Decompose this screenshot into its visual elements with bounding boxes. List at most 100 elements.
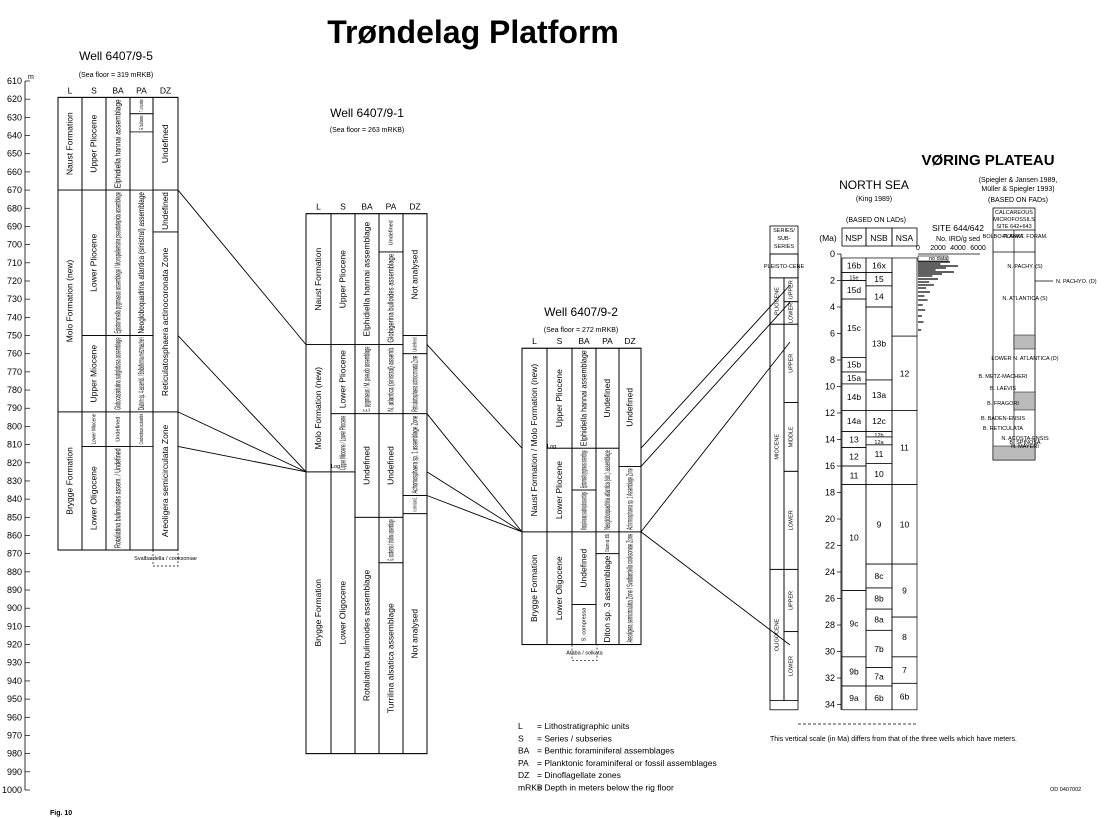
gap-box: [152, 549, 179, 567]
interval-label-l: Molo Formation (new): [313, 367, 323, 450]
interval-label-dz: Achomosphaera sp. 1 Assemblage Zone: [624, 468, 634, 530]
interval-label-l: Naust Formation: [64, 112, 74, 175]
interval-label-dz: Undefined: [160, 124, 170, 163]
zone-label-nsp: 14b: [847, 392, 861, 402]
ma-tick-label: 30: [825, 647, 835, 657]
well-name: Well 6407/9-5: [79, 49, 153, 63]
calc-zone-label: N. ATLANTICA (S): [1002, 296, 1047, 302]
depth-tick-label: 910: [7, 621, 22, 631]
correlation-line: [426, 344, 523, 449]
zone-label-nsp: 14a: [847, 416, 861, 426]
zone-label-nsb: 13a: [872, 390, 886, 400]
correlation-line: [640, 284, 791, 449]
legend-key: L: [518, 721, 523, 731]
well-sea-floor: (Sea floor = 319 mRKB): [79, 72, 154, 79]
calc-zone-label: B. RETICULATA: [983, 426, 1023, 432]
depth-tick-label: 900: [7, 603, 22, 613]
column-header-pa: PA: [136, 85, 147, 95]
depth-tick-label: 840: [7, 494, 22, 504]
log-marker: Log: [547, 444, 556, 450]
zone-label-nsp: 11: [850, 470, 859, 480]
ma-tick-label: 4: [830, 302, 835, 312]
depth-tick-label: 700: [7, 240, 22, 250]
legend-text: = Series / subseries: [537, 733, 612, 743]
calc-col-plankt: PLANKT. FORAM.: [1002, 234, 1048, 240]
north-sea-title: NORTH SEA: [839, 178, 909, 192]
interval-label-pa: Diatom sp. 855: [605, 534, 611, 552]
depth-tick-label: 810: [7, 440, 22, 450]
depth-tick-label: 1000: [2, 785, 22, 795]
interval-label-pa: Undefined: [388, 220, 394, 245]
series-label: PLEISTO-CENE: [764, 264, 805, 270]
calc-grey-block: [992, 445, 1036, 461]
interval-label-s: Upper Miocene / Lower Pliocene: [337, 416, 347, 470]
correlation-line: [640, 531, 791, 646]
interval-label-s: Lower Pliocene: [88, 233, 98, 291]
depth-tick-label: 800: [7, 421, 22, 431]
legend-text: = Planktonic foraminiferal or fossil ass…: [537, 758, 717, 768]
interval-label-s: Lower Pliocene: [337, 350, 347, 408]
series-header: SERIES: [774, 244, 795, 250]
ma-tick-label: 24: [825, 567, 835, 577]
well-name: Well 6407/9-1: [330, 106, 404, 120]
interval-label-pa: Globigerina bulloides assemblage: [385, 254, 395, 343]
subseries-label: UPPER: [788, 354, 794, 373]
ma-tick-label: 0: [830, 249, 835, 259]
zone-label-nsp: 15a: [847, 373, 861, 383]
interval-label-l: Molo Formation (new): [64, 259, 74, 342]
column-header-l: L: [316, 202, 321, 212]
zone-label-nsp: 13: [849, 435, 859, 445]
depth-tick-label: 770: [7, 367, 22, 377]
interval-label-dz: Reticulatosphaera actinocoronata Zone: [160, 247, 170, 396]
interval-label-s: Upper Pliocene: [554, 369, 564, 427]
zone-label-nsp: 9b: [849, 666, 859, 676]
column-header-s: S: [91, 85, 97, 95]
correlation-line: [177, 335, 307, 473]
interval-label-pa: Coscinodiscus oculusiridis: [139, 414, 145, 445]
interval-label-ba: Monspeliensina pseudotepida assemblage: [578, 492, 588, 530]
legend-key: BA: [518, 746, 530, 756]
zone-label-nsa: 12: [900, 368, 910, 378]
no-data-box: [917, 255, 949, 262]
legend-text: = Lithostratigraphic units: [537, 721, 629, 731]
depth-tick-label: 930: [7, 658, 22, 668]
ma-tick-label: 8: [830, 355, 835, 365]
depth-tick-label: 920: [7, 640, 22, 650]
zone-label-nsb: 12b: [874, 433, 883, 439]
interval-label-dz: Areoligera semicirculata Zone: [160, 424, 170, 537]
interval-label-pa: Turrilina alsatica assemblage: [385, 603, 395, 713]
correlation-line: [177, 189, 307, 345]
interval-label-s: Lower Oligocene: [554, 556, 564, 620]
zone-label-nsp: 15e: [849, 276, 858, 282]
depth-tick-label: 790: [7, 403, 22, 413]
correlation-line: [177, 445, 307, 473]
zone-label-nsb: 6b: [874, 693, 884, 703]
depth-tick-label: 720: [7, 276, 22, 286]
interval-label-l: Naust Formation: [313, 247, 323, 310]
calc-marker-label: N. PACHYO. (D): [1056, 279, 1097, 285]
well-sea-floor: (Sea floor = 263 mRKB): [330, 127, 405, 134]
depth-unit: m: [28, 74, 34, 81]
interval-label-ba: Globocassidulina subglobosa assemblage: [112, 337, 122, 409]
interval-label-pa: Diatom sp. 4 assembl. / Bolboforma metzm…: [136, 337, 146, 409]
subseries-label: UPPER: [788, 280, 794, 299]
series-header: SERIES/: [773, 228, 795, 234]
zone-label-nsp: 9a: [849, 693, 859, 703]
column-header-dz: DZ: [624, 336, 635, 346]
ma-tick-label: 12: [825, 408, 835, 418]
column-header-l: L: [532, 336, 537, 346]
zone-nsa: [891, 257, 918, 337]
column-header-l: L: [68, 85, 73, 95]
zone-label-nsb: 14: [874, 291, 884, 301]
interval-label-pa: Neogloboquadrina atlantica (sinistral) a…: [136, 192, 146, 334]
subseries-label: MIDDLE: [788, 426, 794, 447]
interval-label-pa: G. bulloides: [139, 116, 145, 130]
well-name: Well 6407/9-2: [544, 305, 618, 319]
correlation-line: [426, 413, 523, 533]
series-label: MIOCENE: [774, 434, 780, 460]
calc-zone-label: N. PACHY. (S): [1007, 264, 1042, 270]
zone-label-nsp: 10: [849, 533, 859, 543]
depth-tick-label: 710: [7, 258, 22, 268]
